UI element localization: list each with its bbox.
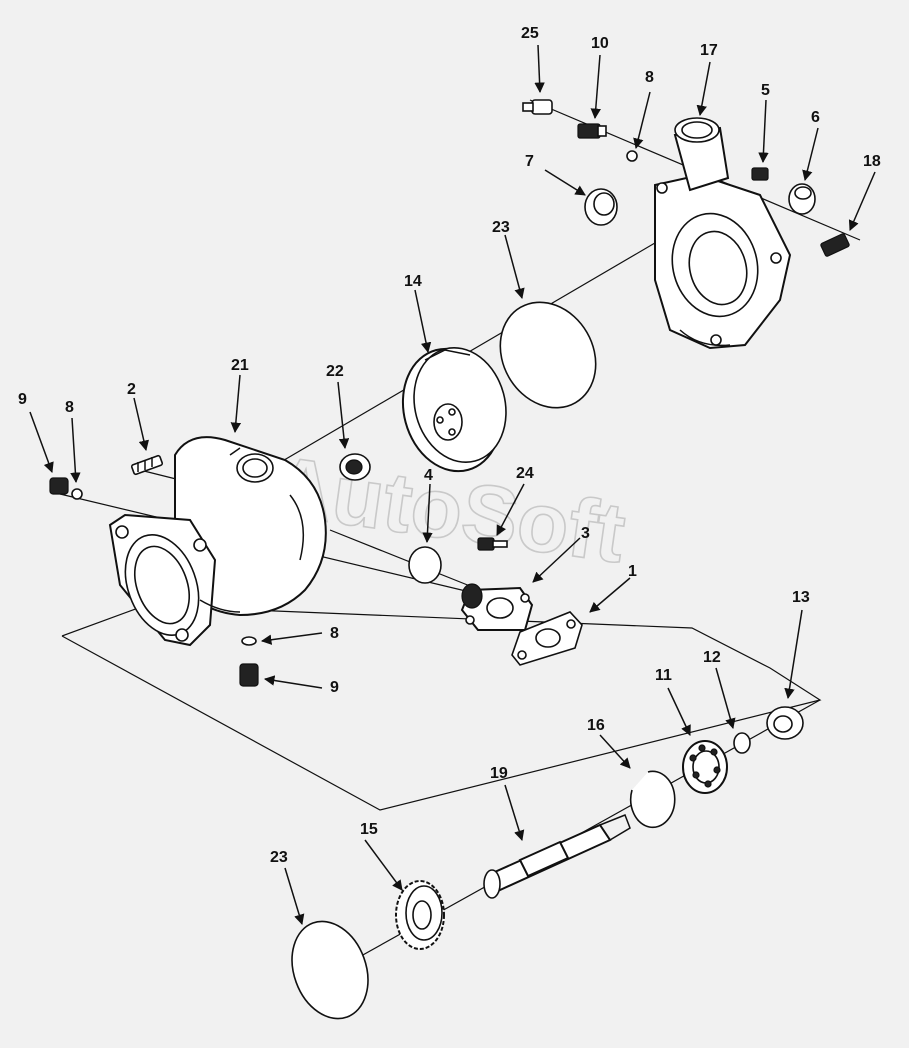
callout-21: 21 [231,357,249,374]
callout-14: 14 [404,273,422,290]
callout-4: 4 [424,467,433,484]
seal-22 [339,453,371,481]
ring-12 [733,732,751,754]
callout-11: 11 [655,667,672,684]
callout-6: 6 [811,109,820,126]
fitting-18 [820,233,850,257]
screw-5 [751,167,769,181]
callout-25: 25 [521,25,539,42]
callout-2: 2 [127,381,136,398]
bolt-24 [477,537,508,551]
callout-22: 22 [326,363,344,380]
gasket-1 [511,611,583,666]
callout-24: 24 [516,465,534,482]
plug-9-left [49,477,69,495]
callout-15: 15 [360,821,378,838]
callout-8-lower: 8 [330,625,339,642]
callout-10: 10 [591,35,609,52]
callout-12: 12 [703,649,721,666]
callout-23-lower: 23 [270,849,288,866]
callout-labels: 25 10 8 17 5 6 7 18 23 14 21 22 2 9 8 4 … [18,25,881,866]
callout-9-lower: 9 [330,679,339,696]
gear-15 [395,880,445,950]
callout-3: 3 [581,525,590,542]
callout-23-upper: 23 [492,219,510,236]
shaft-19 [483,814,631,899]
oring-8-left [71,488,83,500]
impeller-14 [401,346,507,473]
cover-17 [654,117,792,350]
plug-6 [788,183,816,215]
callout-8-top: 8 [645,69,654,86]
callout-13: 13 [792,589,810,606]
callout-16: 16 [587,717,605,734]
pump-housing-21 [108,436,327,647]
callout-18: 18 [863,153,881,170]
snap-ring-16 [629,770,676,829]
callout-9-left: 9 [18,391,27,408]
callout-17: 17 [700,42,718,59]
callout-5: 5 [761,82,770,99]
fitting-25 [522,99,553,115]
callout-7: 7 [525,153,534,170]
oring-8-lower [241,636,257,646]
oring-4 [408,546,442,584]
plug-7 [584,188,618,226]
callout-8-left: 8 [65,399,74,416]
gasket-23-upper [499,301,597,409]
oring-8-top [626,150,638,162]
flange-3 [460,583,534,631]
stud-2 [130,454,164,476]
fitting-10 [577,123,607,139]
plug-9-lower [239,663,259,687]
bearing-11 [682,740,728,794]
callout-1: 1 [628,563,637,580]
callout-19: 19 [490,765,508,782]
seal-13 [766,706,804,740]
callout-arrows [29,44,876,926]
gasket-23-lower [291,920,369,1020]
